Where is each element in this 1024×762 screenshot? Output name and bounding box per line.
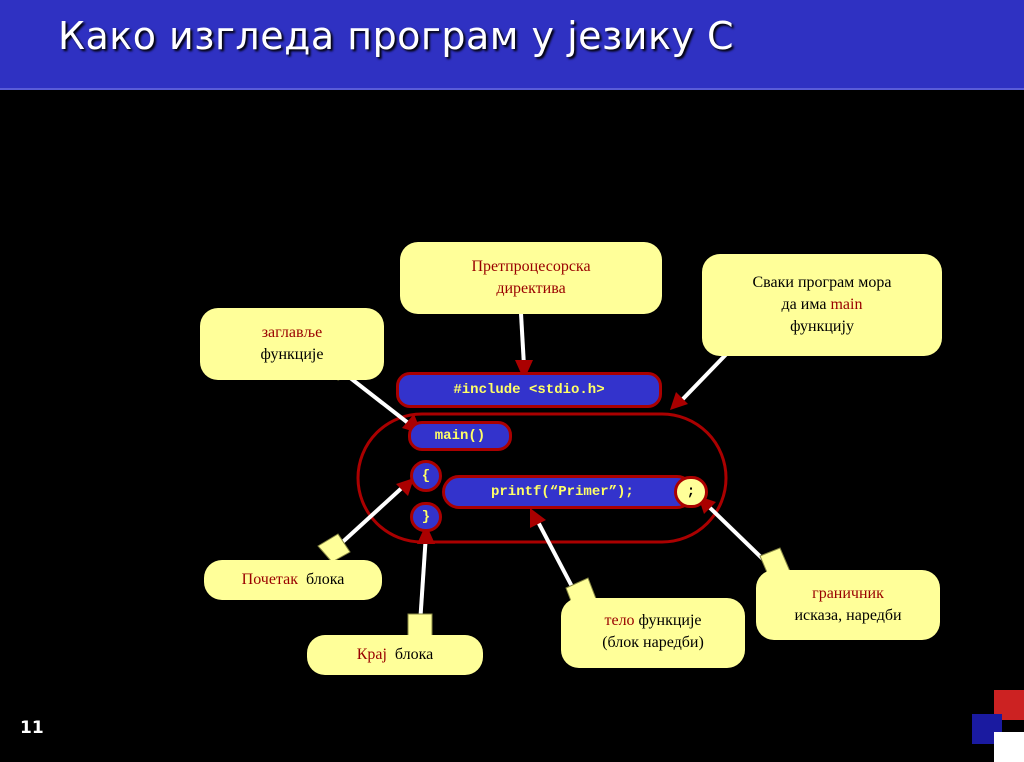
code-semicolon: ; (674, 476, 708, 508)
arrowhead-main-required (670, 392, 688, 410)
arrow-block-end (418, 533, 428, 625)
callout-main-line2-text: да има (781, 296, 831, 313)
arrowhead-preprocessor (515, 360, 533, 380)
code-include: #include <stdio.h> (396, 372, 662, 408)
main-block-outline (356, 412, 728, 544)
callout-terminator-line2: исказа, наредби (794, 607, 902, 624)
callout-header-line1: заглавље (261, 324, 323, 341)
callout-body-line2: (блок наредби) (602, 634, 704, 651)
callout-terminator-line1: граничник (812, 585, 884, 602)
code-main: main() (408, 421, 512, 451)
callout-body-line1: тело функције (561, 610, 745, 632)
callout-block-start-word-a: Почетак (241, 571, 298, 588)
callout-body-word-a: тело (604, 612, 635, 629)
slide-number: 11 (20, 718, 44, 738)
callout-main-line2: да има main (702, 294, 942, 316)
callout-preprocessor: Претпроцесорска директива (400, 242, 662, 314)
callout-header-line2: функције (260, 346, 324, 363)
arrow-body (534, 517, 580, 599)
callout-terminator: граничник исказа, наредби (756, 570, 940, 640)
callout-main-line1: Сваки програм мора (752, 274, 892, 291)
callout-preprocessor-line1: Претпроцесорска (471, 258, 591, 275)
title-bar: Како изгледа програм у језику С (0, 0, 1024, 90)
arrowhead-body (530, 508, 546, 528)
arrowhead-block-start (396, 478, 414, 496)
arrow-terminator (704, 502, 772, 568)
callout-main-required: Сваки програм мора да има main функцију (702, 254, 942, 356)
slide-title: Како изгледа програм у језику С (58, 14, 735, 58)
callout-body-word-b: функције (634, 612, 702, 629)
callout-block-end-word-a: Крај (356, 646, 387, 663)
callout-preprocessor-line2: директива (496, 280, 566, 297)
callout-main-keyword: main (830, 296, 863, 313)
callout-block-end: Крај блока (307, 635, 483, 675)
code-close-brace: } (410, 502, 442, 532)
logo-square-white (994, 732, 1024, 762)
code-printf: printf(“Primer”); (442, 475, 694, 509)
callout-block-end-word-b: блока (394, 646, 434, 663)
arrowhead-block-end (417, 524, 435, 544)
arrow-tail-block-start (317, 533, 351, 563)
callout-block-start: Почетак блока (204, 560, 382, 600)
callout-body: тело функције (блок наредби) (561, 598, 745, 668)
callout-block-start-word-b: блока (306, 571, 345, 588)
callout-header: заглавље функције (200, 308, 384, 380)
code-open-brace: { (410, 460, 442, 492)
callout-main-line3: функцију (790, 318, 854, 335)
arrow-block-start (334, 483, 407, 550)
